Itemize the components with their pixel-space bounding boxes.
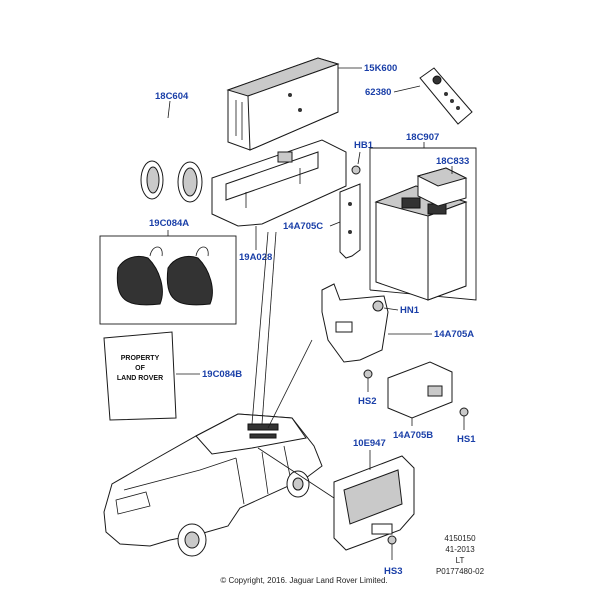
callout-19A028: 19A028 [239,252,272,263]
ref-line-3: LT [456,556,465,565]
screw-HS3 [387,535,397,560]
bag-label-line-1: PROPERTY [121,355,160,362]
callout-HB1: HB1 [354,140,374,151]
unit-18C907 [369,142,477,301]
display-10E947 [333,450,415,551]
bracket-14A705B [387,361,453,426]
callout-14A705A: 14A705A [434,329,474,340]
callout-19C084B: 19C084B [202,369,242,380]
callout-14A705B: 14A705B [393,430,433,441]
screw-HS1 [459,407,469,430]
bags-19C084A [99,230,237,325]
module-18C833 [416,166,468,207]
module-15K600 [226,57,362,151]
callout-14A705C: 14A705C [283,221,323,232]
bracket-14A705A [321,283,432,363]
nut-HN1 [372,300,399,312]
callout-HS3: HS3 [384,566,402,577]
vehicle-leader-lines [251,231,335,499]
bag-label-line-3: LAND ROVER [117,375,163,382]
callout-HS1: HS1 [457,434,476,445]
callout-18C907: 18C907 [406,132,439,143]
headphones-18C604 [139,100,203,203]
vehicle-illustration [103,413,323,557]
ref-line-1: 4150150 [444,534,476,543]
callout-HN1: HN1 [400,305,420,316]
ref-line-2: 41-2013 [445,545,475,554]
remote-control-62380 [393,67,473,125]
callout-18C833: 18C833 [436,156,469,167]
callout-HS2: HS2 [358,396,376,407]
callout-10E947: 10E947 [353,438,386,449]
bracket-19A028 [211,139,347,250]
fastener-HB1 [351,151,361,175]
callout-62380: 62380 [365,87,391,98]
callout-19C084A: 19C084A [149,218,189,229]
screw-HS2 [363,369,373,392]
callout-18C604: 18C604 [155,91,189,102]
bracket-14A705C [329,183,361,259]
copyright-notice: © Copyright, 2016. Jaguar Land Rover Lim… [220,576,387,585]
ref-line-4: P0177480-02 [436,567,485,576]
reference-block: 4150150 41-2013 LT P0177480-02 [436,534,485,576]
callout-15K600: 15K600 [364,63,397,74]
bag-label-line-2: OF [135,365,145,372]
bag-19C084B: PROPERTY OF LAND ROVER [103,331,200,421]
